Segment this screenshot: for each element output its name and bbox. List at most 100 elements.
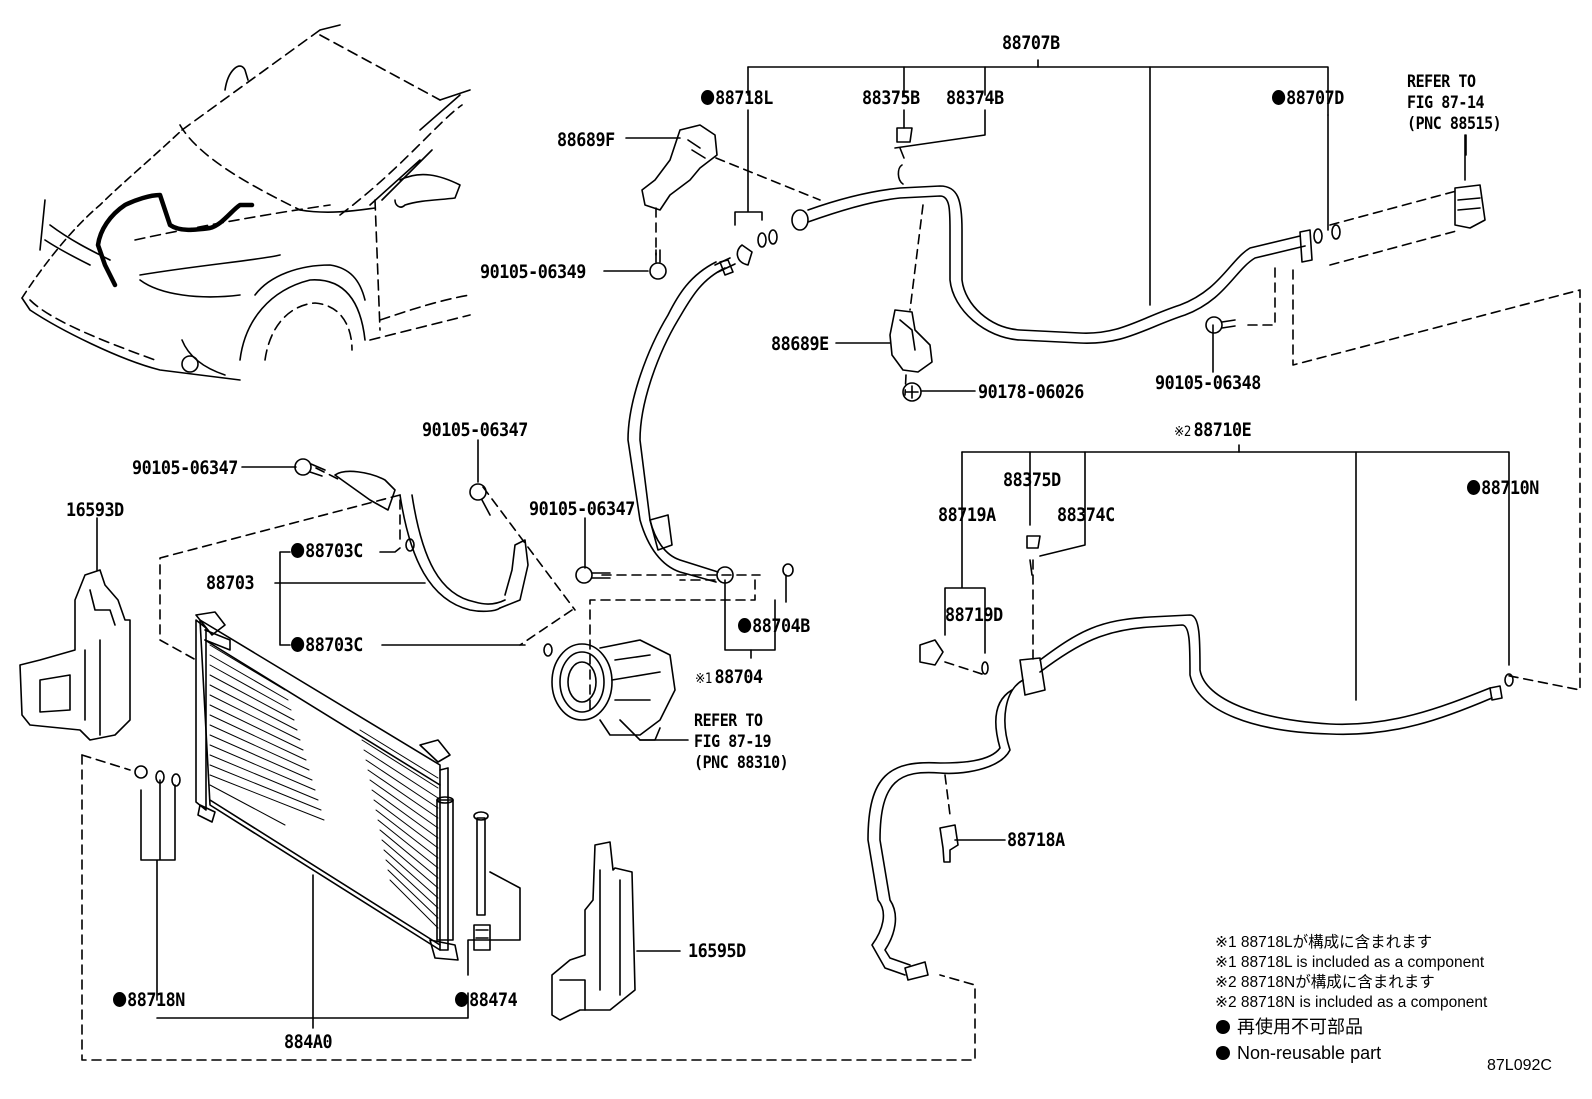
part-label-88689E[interactable]: 88689E	[771, 334, 829, 354]
part-label-88719D[interactable]: 88719D	[945, 605, 1003, 625]
part-label-884A0[interactable]: 884A0	[284, 1032, 333, 1052]
non-reusable-dot-icon	[701, 90, 715, 105]
part-code: 88703	[206, 572, 255, 594]
bolt-90105-06347-b-icon	[469, 483, 491, 516]
part-label-88375D[interactable]: 88375D	[1003, 470, 1061, 490]
part-label-88719A[interactable]: 88719A	[938, 505, 996, 525]
non-reusable-dot-icon	[1216, 1020, 1230, 1034]
pipe-clip-icon	[736, 244, 753, 266]
dashed-assembly-lines	[81, 157, 1581, 1061]
part-code: 88375B	[862, 87, 920, 109]
non-reusable-dot-icon	[113, 992, 127, 1007]
part-label-88707D[interactable]: 88707D	[1272, 88, 1344, 108]
part-label-88718A[interactable]: 88718A	[1007, 830, 1065, 850]
part-label-88375B[interactable]: 88375B	[862, 88, 920, 108]
service-valve-88375B-icon	[896, 127, 913, 185]
part-code: 88474	[469, 989, 518, 1011]
part-label-90178-06026[interactable]: 90178-06026	[978, 382, 1084, 402]
footnote-mark: ※1	[695, 671, 712, 687]
part-code: 88704B	[752, 615, 810, 637]
part-code: 88707B	[1002, 32, 1060, 54]
part-code: 90105-06347	[132, 457, 238, 479]
condenser-fins	[209, 644, 439, 929]
part-code: 88719D	[945, 604, 1003, 626]
part-label-88707B[interactable]: 88707B	[1002, 33, 1060, 53]
non-reusable-dot-icon	[1467, 480, 1481, 495]
part-label-88710N[interactable]: 88710N	[1467, 478, 1539, 498]
bolt-90105-06347-c-icon	[575, 566, 611, 584]
part-code: 88710E	[1193, 419, 1252, 441]
part-label-16595D[interactable]: 16595D	[688, 941, 746, 961]
part-code: 88689E	[771, 333, 829, 355]
part-code: 90105-06348	[1155, 372, 1261, 394]
part-label-90105-06347-right[interactable]: 90105-06347	[529, 499, 635, 519]
components	[19, 124, 1514, 1021]
part-label-90105-06348[interactable]: 90105-06348	[1155, 373, 1261, 393]
seal-16595D-icon	[551, 841, 636, 1021]
part-code: 88374B	[946, 87, 1004, 109]
non-reusable-dot-icon	[455, 992, 469, 1007]
part-code: 16593D	[66, 499, 124, 521]
part-label-88704B[interactable]: 88704B	[738, 616, 810, 636]
part-code: 90178-06026	[978, 381, 1084, 403]
legend-note-1-en: ※1 88718L is included as a component	[1215, 954, 1485, 971]
part-label-88374C[interactable]: 88374C	[1057, 505, 1115, 525]
part-code: 88375D	[1003, 469, 1061, 491]
part-code: 88704	[714, 666, 764, 688]
pressure-switch-88719A-icon	[919, 639, 989, 675]
figure-id: 87L092C	[1487, 1057, 1552, 1074]
clamp-88689F-icon	[641, 124, 718, 211]
part-label-90105-06347-left[interactable]: 90105-06347	[132, 458, 238, 478]
part-code: 88718A	[1007, 829, 1065, 851]
part-label-90105-06349[interactable]: 90105-06349	[480, 262, 586, 282]
refrigerant-pipes	[399, 185, 1493, 976]
non-reusable-dot-icon	[1216, 1046, 1230, 1060]
bolt-90105-06348-icon	[1205, 316, 1236, 334]
part-label-90105-06347-top[interactable]: 90105-06347	[422, 420, 528, 440]
part-code: 88374C	[1057, 504, 1115, 526]
legend-note-2-jp: ※2 88718Nが構成に含まれます	[1215, 974, 1435, 991]
legend-nonreusable-en: Non-reusable part	[1216, 1043, 1381, 1063]
part-label-16593D[interactable]: 16593D	[66, 500, 124, 520]
part-label-88689F[interactable]: 88689F	[557, 130, 615, 150]
leader-lines	[96, 59, 1510, 1029]
vehicle-ac-line-highlight	[95, 192, 255, 288]
part-label-88703C-lower[interactable]: 88703C	[291, 635, 363, 655]
reference-fig-87-14[interactable]: REFER TO FIG 87-14 (PNC 88515)	[1407, 72, 1502, 134]
non-reusable-dot-icon	[738, 618, 752, 633]
legend-nonreusable-jp: 再使用不可部品	[1216, 1017, 1363, 1037]
part-code: 88710N	[1481, 477, 1539, 499]
part-label-88718L[interactable]: 88718L	[701, 88, 773, 108]
non-reusable-dot-icon	[1272, 90, 1286, 105]
part-code: 90105-06349	[480, 261, 586, 283]
part-code: 88689F	[557, 129, 615, 151]
part-code: 16595D	[688, 940, 746, 962]
part-label-88703[interactable]: 88703	[206, 572, 255, 594]
part-code: 88718N	[127, 989, 185, 1011]
part-label-88718N[interactable]: 88718N	[113, 990, 185, 1010]
nut-90178-06026-icon	[902, 382, 922, 402]
vehicle-outline-illustration	[21, 24, 471, 381]
legend-note-2-en: ※2 88718N is included as a component	[1215, 994, 1488, 1011]
part-code: 88707D	[1286, 87, 1344, 109]
clamp-88689E-icon	[889, 309, 933, 373]
part-code: 88703C	[305, 540, 363, 562]
legend-note-1-jp: ※1 88718Lが構成に含まれます	[1215, 934, 1433, 951]
condenser-884A0-icon	[195, 611, 459, 961]
expansion-valve-icon	[1454, 184, 1486, 229]
footnote-mark: ※2	[1174, 424, 1191, 440]
part-label-88703C-upper[interactable]: 88703C	[291, 541, 363, 561]
legend-text: Non-reusable part	[1237, 1043, 1382, 1063]
reference-fig-87-19[interactable]: REFER TO FIG 87-19 (PNC 88310)	[694, 711, 789, 773]
valve-88718A-icon	[939, 824, 959, 863]
part-label-88374B[interactable]: 88374B	[946, 88, 1004, 108]
receiver-dryer-icon	[436, 796, 491, 951]
bolt-90105-06349-icon	[649, 249, 667, 280]
legend-text: 再使用不可部品	[1237, 1017, 1363, 1037]
part-code: 90105-06347	[529, 498, 635, 520]
part-code: 88719A	[938, 504, 996, 526]
part-label-88474[interactable]: 88474	[455, 989, 518, 1011]
